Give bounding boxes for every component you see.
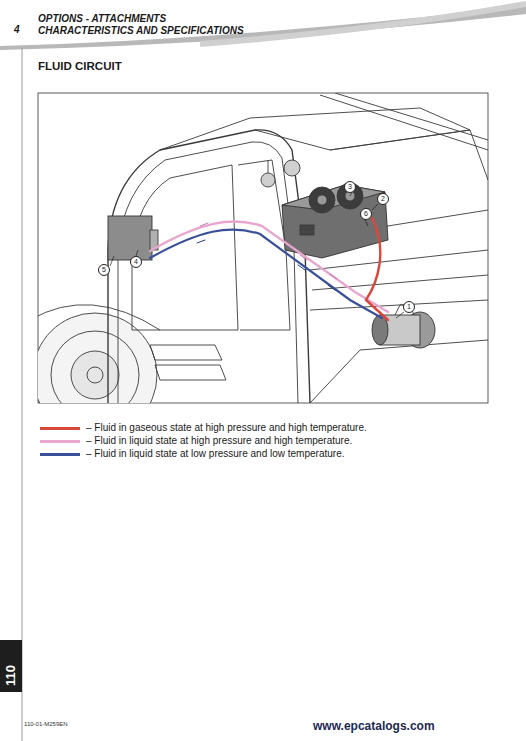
fluid-pipes: [150, 218, 388, 320]
section-tab: [0, 640, 22, 692]
callout-number: 4: [130, 256, 142, 268]
header-text: OPTIONS - ATTACHMENTS: [38, 13, 166, 24]
legend-swatch: [40, 453, 80, 456]
legend-row: – Fluid in gaseous state at high pressur…: [40, 422, 367, 434]
header-swoosh: [0, 0, 526, 50]
legend-swatch: [40, 440, 80, 443]
callout-number: 6: [360, 208, 372, 220]
watermark: www.epcatalogs.com: [313, 719, 435, 733]
legend-text: – Fluid in liquid state at low pressure …: [86, 448, 344, 460]
legend-row: – Fluid in liquid state at high pressure…: [40, 435, 352, 447]
section-title: FLUID CIRCUIT: [38, 60, 122, 72]
page-rule: [22, 48, 23, 741]
legend-text: – Fluid in gaseous state at high pressur…: [86, 422, 367, 434]
leader-lines: [110, 192, 404, 318]
page-number: 4: [14, 24, 20, 35]
legend-row: – Fluid in liquid state at low pressure …: [40, 448, 344, 460]
callout-number: 3: [344, 181, 356, 193]
document-code: 110-01-M259EN: [24, 721, 68, 727]
liquid-lp-pipe: [150, 229, 382, 318]
legend-text: – Fluid in liquid state at high pressure…: [86, 435, 352, 447]
callout-number: 1: [403, 301, 415, 313]
gas-hp-pipe: [366, 218, 388, 320]
machine-illustration: [38, 93, 488, 403]
illustration-frame: [38, 93, 488, 403]
header-text: CHARACTERISTICS AND SPECIFICATIONS: [38, 25, 244, 36]
callout-number: 5: [98, 264, 110, 276]
legend-swatch: [40, 427, 80, 430]
callout-number: 2: [377, 193, 389, 205]
section-tab-number: 110: [3, 665, 18, 686]
header-swoosh: [200, 4, 526, 44]
liquid-hp-pipe: [150, 222, 388, 312]
